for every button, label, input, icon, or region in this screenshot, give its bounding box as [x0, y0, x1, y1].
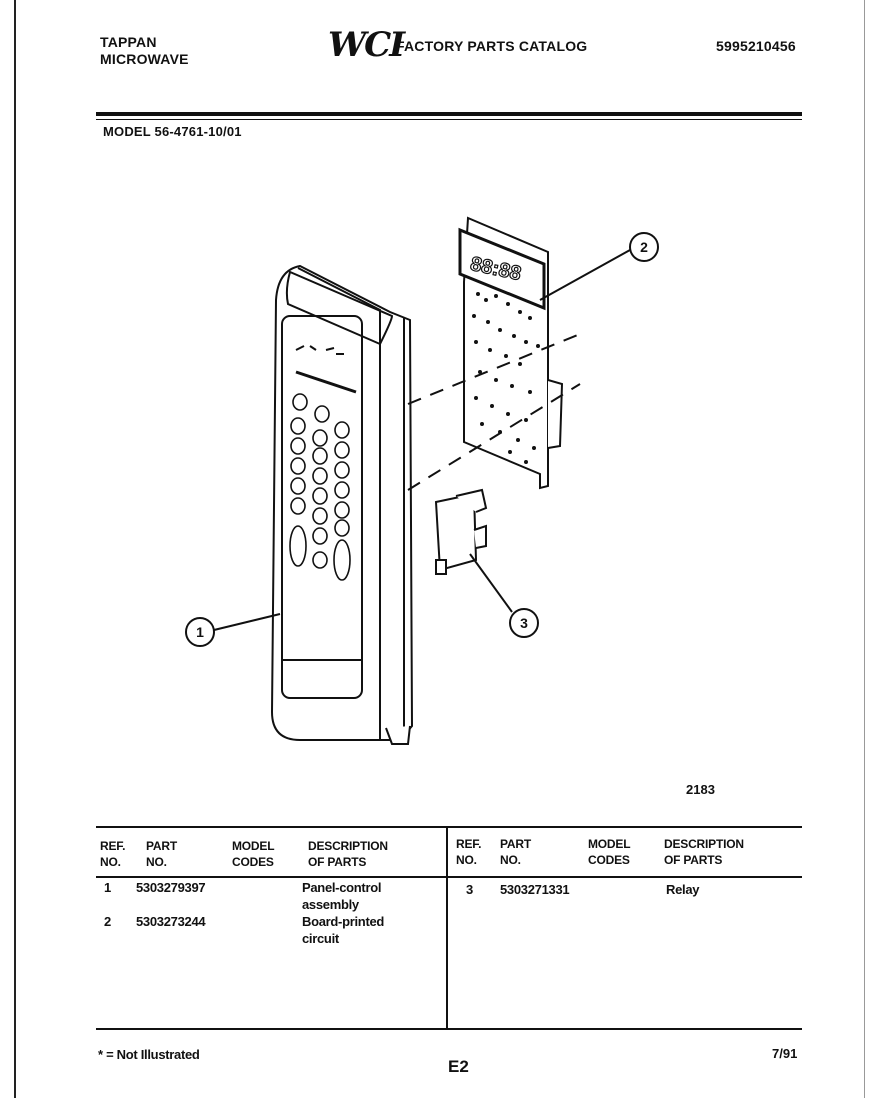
- callout-1: 1: [196, 624, 204, 640]
- ref-no: 2: [104, 914, 111, 929]
- catalog-number: 5995210456: [716, 38, 796, 54]
- relay-illustration: [434, 488, 488, 575]
- part-no: 5303279397: [136, 880, 206, 895]
- table-center-divider: [446, 826, 448, 1030]
- callout-leaders: [213, 249, 631, 631]
- keypad-buttons: [289, 393, 351, 581]
- left-scan-edge: [14, 0, 16, 1098]
- description-line-2: circuit: [302, 931, 339, 946]
- right-scan-edge: [864, 0, 865, 1098]
- model-label: MODEL 56-4761-10/01: [103, 124, 242, 139]
- table-row: 2 5303273244 Board-printed circuit: [0, 914, 446, 948]
- board-components: [472, 292, 540, 464]
- table-bottom-rule: [96, 1028, 802, 1030]
- description-line-1: Panel-control: [302, 880, 382, 895]
- callout-circles: [185, 232, 659, 647]
- ref-no: 1: [104, 880, 111, 895]
- brand-line-2: MICROWAVE: [100, 51, 189, 67]
- callout-2: 2: [640, 239, 648, 255]
- table-header-rule: [96, 876, 802, 878]
- description-line-2: assembly: [302, 897, 359, 912]
- header-rule-thin: [96, 119, 802, 120]
- callout-3: 3: [520, 615, 528, 631]
- table-top-rule: [96, 826, 802, 828]
- explosion-lines: [407, 333, 581, 491]
- part-no: 5303271331: [500, 882, 570, 897]
- description-line-1: Relay: [666, 882, 700, 897]
- col-ref-header-right: REF.NO.: [456, 837, 482, 867]
- part-no: 5303273244: [136, 914, 206, 929]
- not-illustrated-note: * = Not Illustrated: [98, 1047, 200, 1062]
- table-row: 1 5303279397 Panel-control assembly: [0, 880, 446, 914]
- brand-line-1: TAPPAN: [100, 34, 157, 50]
- description-line-1: Board-printed: [302, 914, 385, 929]
- table-row: 3 5303271331 Relay: [448, 882, 802, 916]
- header-rule-thick: [96, 112, 802, 116]
- revision-date: 7/91: [772, 1046, 798, 1061]
- page-number: E2: [448, 1057, 469, 1076]
- wci-logo: WCI: [328, 25, 405, 65]
- ref-no: 3: [466, 882, 473, 897]
- catalog-title: FACTORY PARTS CATALOG: [396, 38, 588, 54]
- col-ref-header: REF.NO.: [100, 839, 126, 869]
- drawing-number: 2183: [686, 782, 715, 797]
- exploded-diagram: 88:88 1 2 3: [185, 216, 659, 745]
